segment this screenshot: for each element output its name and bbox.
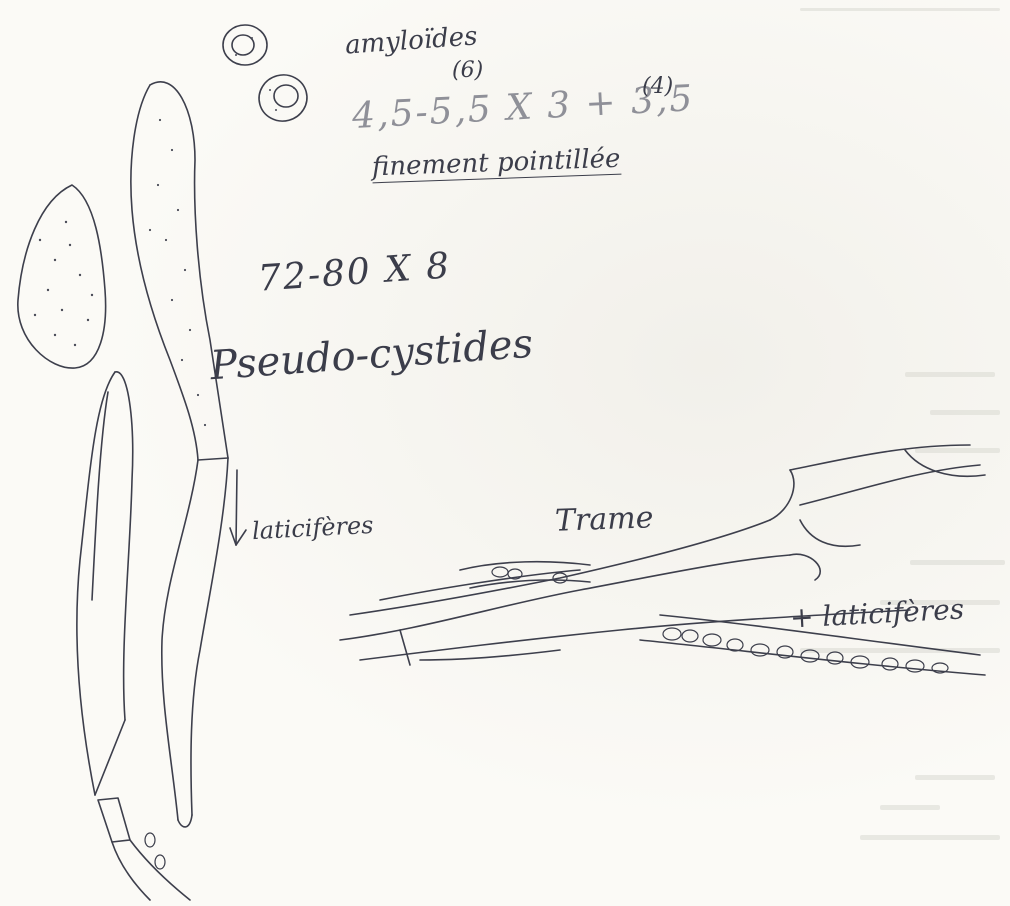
spore-exponent-top: (6)	[452, 60, 483, 82]
spore-exponent-right: (4)	[642, 76, 673, 98]
laticifers-arrow-label: laticifères	[251, 513, 374, 543]
cystidium-drawing-narrow	[77, 372, 190, 900]
pseudocystidium-drawing-tall	[131, 82, 228, 827]
cystidium-drawing-pear	[18, 185, 106, 368]
trama-label: Trame	[555, 503, 654, 536]
laticifer-arrow	[230, 470, 246, 545]
trama-drawing	[340, 445, 985, 675]
spore-drawing-1	[223, 25, 267, 65]
spore-drawing-2	[254, 70, 312, 127]
